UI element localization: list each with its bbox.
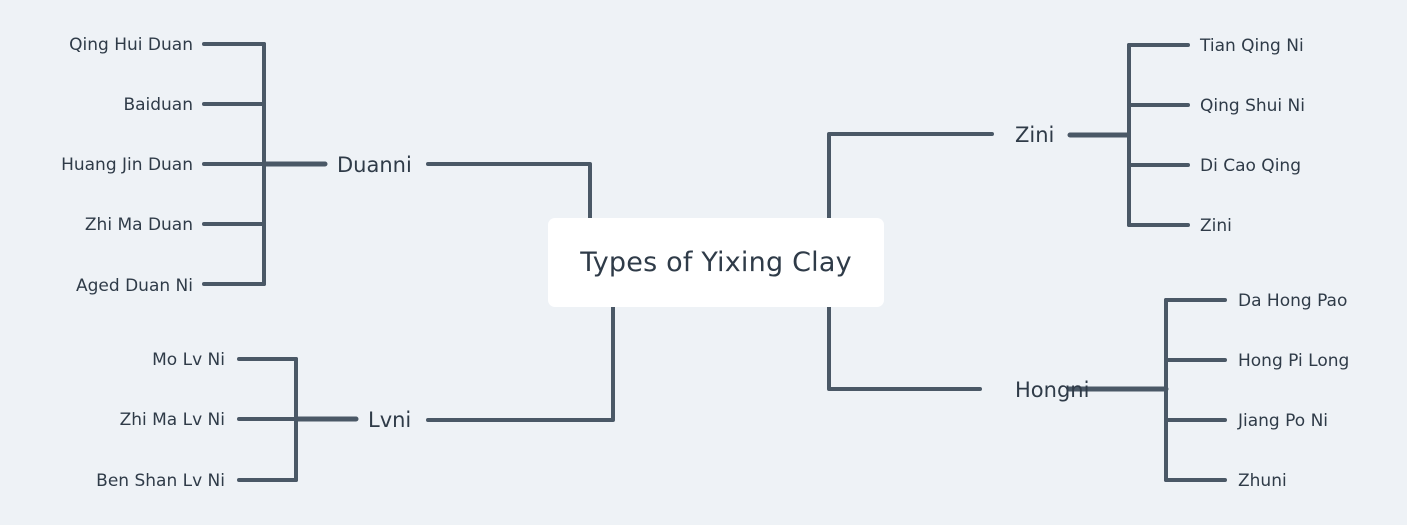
branch-label: Duanni xyxy=(337,153,412,177)
leaf-zhuni[interactable]: Zhuni xyxy=(1238,471,1287,491)
leaf-aged-duan-ni[interactable]: Aged Duan Ni xyxy=(76,276,193,296)
connector-central-zini xyxy=(827,132,994,220)
leaf-label: Tian Qing Ni xyxy=(1200,36,1304,56)
leaf-label: Huang Jin Duan xyxy=(61,155,193,175)
leaf-label: Zhi Ma Lv Ni xyxy=(119,410,225,430)
branch-lvni[interactable]: Lvni xyxy=(368,407,411,433)
leaf-label: Zhi Ma Duan xyxy=(84,215,193,235)
leaf-qing-hui-duan[interactable]: Qing Hui Duan xyxy=(69,35,193,55)
central-topic-label: Types of Yixing Clay xyxy=(580,247,852,278)
connector-central-hongni xyxy=(827,305,982,391)
connector-hongni-children xyxy=(1066,298,1227,482)
leaf-label: Aged Duan Ni xyxy=(76,276,193,296)
leaf-zhi-ma-duan[interactable]: Zhi Ma Duan xyxy=(85,215,193,235)
leaf-label: Jiang Po Ni xyxy=(1238,411,1329,431)
leaf-label: Hong Pi Long xyxy=(1238,351,1350,371)
leaf-label: Qing Hui Duan xyxy=(69,35,193,55)
leaf-jiang-po-ni[interactable]: Jiang Po Ni xyxy=(1238,411,1328,431)
leaf-label: Zhuni xyxy=(1238,471,1287,491)
leaf-hong-pi-long[interactable]: Hong Pi Long xyxy=(1238,351,1349,371)
connector-lvni-children xyxy=(237,357,359,482)
branch-hongni[interactable]: Hongni xyxy=(1015,377,1089,403)
branch-label: Zini xyxy=(1015,123,1055,147)
connector-central-duanni xyxy=(426,162,592,220)
connector-duanni-children xyxy=(202,42,328,286)
central-topic[interactable]: Types of Yixing Clay xyxy=(548,218,884,307)
leaf-di-cao-qing[interactable]: Di Cao Qing xyxy=(1200,156,1301,176)
leaf-label: Mo Lv Ni xyxy=(152,350,225,370)
leaf-qing-shui-ni[interactable]: Qing Shui Ni xyxy=(1200,96,1305,116)
leaf-da-hong-pao[interactable]: Da Hong Pao xyxy=(1238,291,1347,311)
branch-label: Hongni xyxy=(1015,378,1090,402)
branch-zini[interactable]: Zini xyxy=(1015,122,1054,148)
branch-label: Lvni xyxy=(368,408,412,432)
connector-zini-children xyxy=(1067,43,1190,227)
leaf-label: Da Hong Pao xyxy=(1238,291,1348,311)
leaf-zhi-ma-lv-ni[interactable]: Zhi Ma Lv Ni xyxy=(120,410,225,430)
leaf-zini[interactable]: Zini xyxy=(1200,216,1232,236)
leaf-ben-shan-lv-ni[interactable]: Ben Shan Lv Ni xyxy=(96,471,225,491)
leaf-label: Qing Shui Ni xyxy=(1200,96,1305,116)
connector-central-lvni xyxy=(426,305,615,422)
leaf-label: Ben Shan Lv Ni xyxy=(96,471,225,491)
leaf-label: Di Cao Qing xyxy=(1200,156,1301,176)
leaf-huang-jin-duan[interactable]: Huang Jin Duan xyxy=(61,155,193,175)
leaf-baiduan[interactable]: Baiduan xyxy=(123,95,193,115)
branch-duanni[interactable]: Duanni xyxy=(337,152,412,178)
leaf-label: Zini xyxy=(1200,216,1232,236)
leaf-label: Baiduan xyxy=(123,95,193,115)
leaf-mo-lv-ni[interactable]: Mo Lv Ni xyxy=(152,350,225,370)
leaf-tian-qing-ni[interactable]: Tian Qing Ni xyxy=(1200,36,1304,56)
